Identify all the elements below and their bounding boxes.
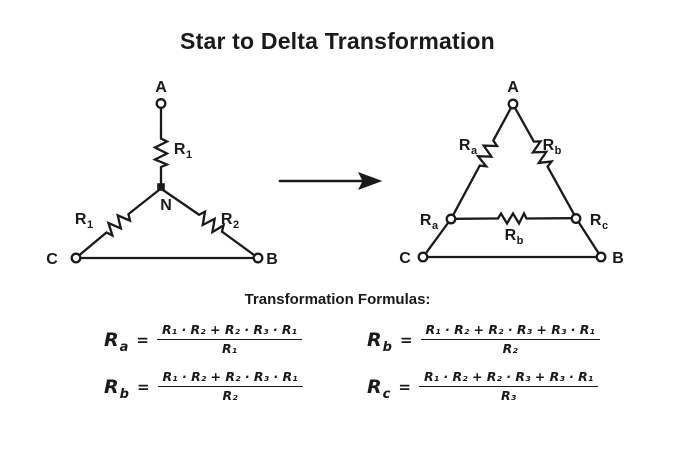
formula-rb-right-lhs: Rb [367,328,392,355]
delta-node-mid-right [570,213,582,224]
star-circuit [70,98,264,264]
delta-resistor-left-slant-label: Ra [458,137,478,157]
delta-circuit [417,98,607,263]
formula-rc-lhs: Rc [367,375,391,402]
star-node-c-label: C [46,251,58,268]
formula-rb-right: Rb = R₁ · R₂ + R₂ · R₃ + R₃ · R₁ R₂ [367,322,600,358]
delta-node-c [417,251,429,263]
equals-sign: = [136,377,150,396]
star-resistor-left [104,210,133,238]
formula-ra-fraction: R₁ · R₂ + R₂ · R₃ · R₁ R₁ [157,322,303,358]
delta-resistor-mid-left-label: Ra [419,212,439,232]
star-node-n-label: N [160,197,172,214]
delta-resistor-left-slant [475,135,500,169]
star-resistor-left-label: R1 [74,211,94,231]
delta-resistor-right-slant-label: Rb [542,137,562,157]
equals-sign: = [136,330,149,349]
star-node-c [70,252,82,264]
transform-arrow-icon [278,172,383,190]
star-node-a-label: A [155,79,167,96]
delta-resistor-right-slant [530,136,555,170]
formula-rc: Rc = R₁ · R₂ + R₂ · R₃ + R₃ · R₁ R₃ [367,369,599,405]
page-title: Star to Delta Transformation [180,28,495,54]
equals-sign: = [399,330,413,349]
delta-node-b [595,251,607,263]
delta-resistor-middle [492,210,530,226]
equals-sign: = [398,377,411,396]
delta-node-a-label: A [507,79,519,96]
formula-rb-left: Rb = R₁ · R₂ + R₂ · R₃ · R₁ R₂ [104,369,303,405]
formula-ra-lhs: Ra [104,328,129,355]
star-node-b-label: B [266,251,278,268]
formula-rc-fraction: R₁ · R₂ + R₂ · R₃ + R₃ · R₁ R₃ [418,369,599,405]
delta-node-c-label: C [399,250,411,267]
delta-node-a [507,98,519,110]
delta-node-mid-left [445,213,457,225]
formula-rb-right-fraction: R₁ · R₂ + R₂ · R₃ + R₃ · R₁ R₂ [420,322,600,358]
star-node-b [252,252,264,264]
star-resistor-top-label: R1 [173,141,193,161]
delta-resistor-mid-center-label: Rb [504,227,524,247]
formula-rb-left-fraction: R₁ · R₂ + R₂ · R₃ · R₁ R₂ [157,369,303,405]
star-node-n [157,183,165,191]
star-resistor-top [152,133,170,170]
delta-node-b-label: B [612,250,624,267]
delta-resistor-mid-right-label: Rc [589,212,609,232]
star-resistor-right-label: R2 [220,211,240,231]
star-node-a [155,98,167,109]
formulas-heading: Transformation Formulas: [244,291,431,308]
formula-ra: Ra = R₁ · R₂ + R₂ · R₃ · R₁ R₁ [104,322,303,358]
star-resistor-right [194,209,226,235]
formula-rb-left-lhs: Rb [104,375,129,402]
